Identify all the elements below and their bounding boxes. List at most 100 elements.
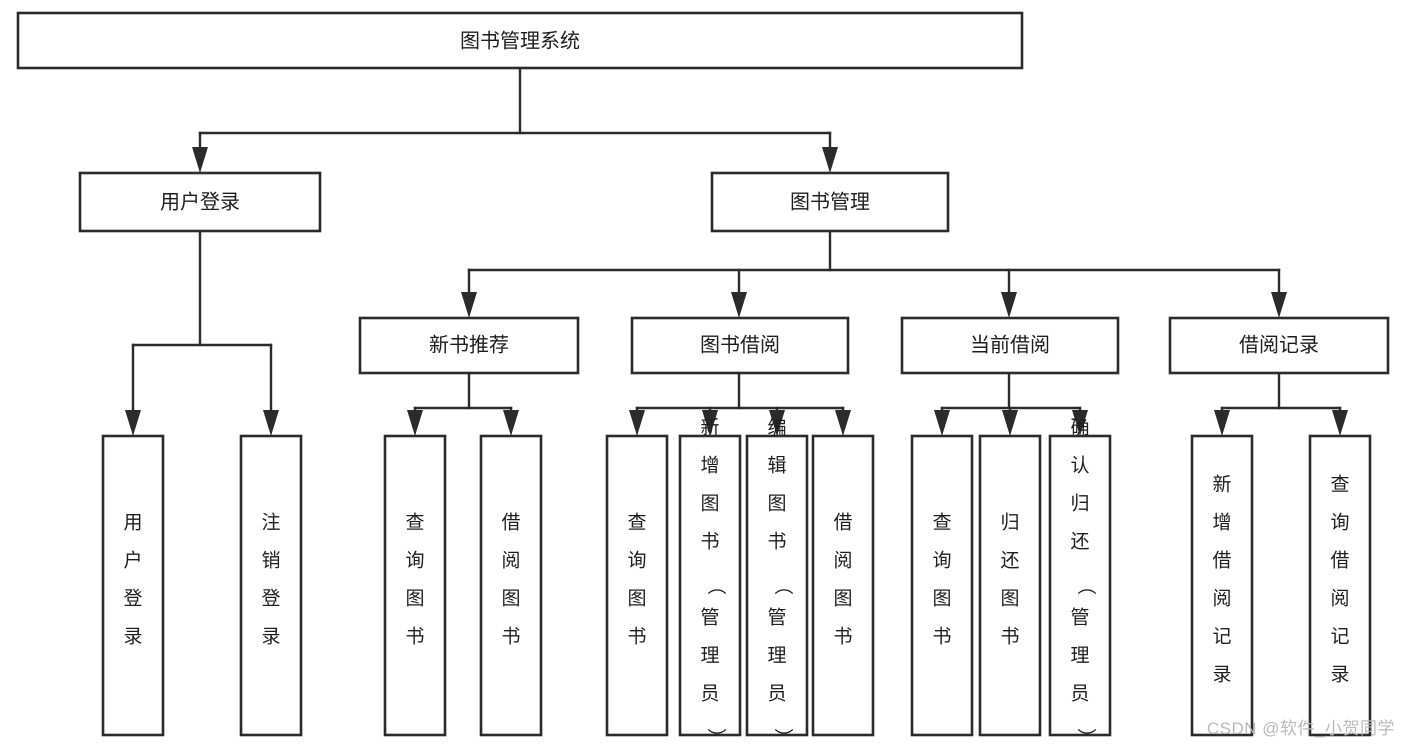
svg-text:图: 图 <box>405 589 424 610</box>
leaf-borrow-book-2-box[interactable] <box>811 434 875 737</box>
node-user-login-label: 用户登录 <box>160 190 240 213</box>
node-current-borrow-label: 当前借阅 <box>970 333 1050 356</box>
svg-text:还: 还 <box>1000 550 1019 572</box>
svg-text:归: 归 <box>1000 512 1019 534</box>
arrow-to-borrow-record <box>1271 292 1287 318</box>
node-user-login-box[interactable] <box>78 171 322 233</box>
svg-text:图: 图 <box>627 589 646 610</box>
leaf-user-logout-box[interactable] <box>239 434 303 737</box>
node-current-borrow-box[interactable] <box>900 316 1120 375</box>
node-borrow-record[interactable]: 借阅记录 <box>1168 316 1390 375</box>
arrow-to-leaf-return-book <box>1002 410 1018 436</box>
svg-text:查: 查 <box>1330 474 1349 496</box>
svg-text:增: 增 <box>700 455 719 477</box>
svg-text:员: 员 <box>1070 684 1089 705</box>
node-new-book-rec[interactable]: 新书推荐 <box>358 316 580 375</box>
svg-text:记: 记 <box>1330 626 1349 648</box>
node-new-book-rec-box[interactable] <box>358 316 580 375</box>
arrow-to-book-manage <box>822 147 838 173</box>
leaf-user-login-box[interactable] <box>101 434 165 737</box>
leaf-confirm-return-box[interactable] <box>1048 434 1112 737</box>
node-book-borrow-box[interactable] <box>630 316 850 375</box>
svg-text:图: 图 <box>833 589 852 610</box>
svg-text:员: 员 <box>767 684 786 705</box>
svg-text:认: 认 <box>1070 455 1089 477</box>
svg-text:（: （ <box>1075 576 1097 595</box>
svg-text:销: 销 <box>261 550 280 572</box>
leaf-query-record-box[interactable] <box>1308 434 1372 737</box>
svg-text:增: 增 <box>1212 512 1231 534</box>
csdn-watermark: CSDN @软件_小贺同学 <box>1206 719 1395 738</box>
connector-layer <box>125 66 1348 436</box>
svg-text:借: 借 <box>1212 550 1231 572</box>
arrow-to-leaf-add-record <box>1214 410 1230 436</box>
svg-text:书: 书 <box>501 626 520 648</box>
svg-text:（: （ <box>772 576 794 595</box>
svg-text:）: ） <box>1075 728 1097 747</box>
svg-text:书: 书 <box>767 531 786 553</box>
svg-text:图: 图 <box>767 494 786 515</box>
node-book-manage-label: 图书管理 <box>790 190 870 213</box>
svg-text:录: 录 <box>123 627 142 648</box>
leaf-borrow-book-1-box[interactable] <box>479 434 543 737</box>
node-book-borrow[interactable]: 图书借阅 <box>630 316 850 375</box>
leaf-query-book-3-box[interactable] <box>910 434 974 737</box>
svg-text:阅: 阅 <box>501 550 520 572</box>
svg-text:图: 图 <box>501 589 520 610</box>
svg-text:理: 理 <box>1070 646 1089 667</box>
svg-text:借: 借 <box>833 512 852 534</box>
node-borrow-record-label: 借阅记录 <box>1239 333 1319 356</box>
node-book-manage-box[interactable] <box>710 171 950 233</box>
svg-text:用: 用 <box>123 513 142 534</box>
svg-text:录: 录 <box>261 627 280 648</box>
svg-text:图: 图 <box>932 589 951 610</box>
svg-text:登: 登 <box>123 588 142 610</box>
node-current-borrow[interactable]: 当前借阅 <box>900 316 1120 375</box>
arrow-to-new-book-rec <box>461 292 477 318</box>
leaf-add-record-box[interactable] <box>1190 434 1254 737</box>
leaf-edit-book-box[interactable] <box>745 434 809 737</box>
leaf-query-book-1-box[interactable] <box>383 434 447 737</box>
svg-text:新: 新 <box>700 417 719 439</box>
arrow-to-leaf-borrow-book-1 <box>503 410 519 436</box>
arrow-to-book-borrow <box>731 292 747 318</box>
node-book-manage[interactable]: 图书管理 <box>710 171 950 233</box>
svg-text:书: 书 <box>833 626 852 648</box>
svg-text:管: 管 <box>767 607 786 629</box>
node-new-book-rec-label: 新书推荐 <box>429 333 509 356</box>
node-root-box[interactable] <box>16 11 1024 70</box>
svg-text:书: 书 <box>627 626 646 648</box>
leaf-user-login-label: 用户登录 <box>123 513 142 648</box>
svg-text:员: 员 <box>700 684 719 705</box>
node-root[interactable]: 图书管理系统 <box>16 11 1024 70</box>
leaf-query-book-2-box[interactable] <box>605 434 669 737</box>
svg-text:阅: 阅 <box>1330 588 1349 610</box>
svg-text:确: 确 <box>1070 417 1089 439</box>
leaf-return-book-box[interactable] <box>978 434 1042 737</box>
node-borrow-record-box[interactable] <box>1168 316 1390 375</box>
svg-text:）: ） <box>705 728 727 747</box>
arrow-to-leaf-borrow-book-2 <box>835 410 851 436</box>
arrow-to-leaf-query-book-2 <box>629 410 645 436</box>
svg-text:辑: 辑 <box>767 455 786 477</box>
arrow-to-leaf-query-book-1 <box>407 410 423 436</box>
svg-text:录: 录 <box>1330 665 1349 686</box>
svg-text:阅: 阅 <box>1212 588 1231 610</box>
svg-text:查: 查 <box>932 512 951 534</box>
arrow-to-leaf-query-record <box>1332 410 1348 436</box>
svg-text:编: 编 <box>767 417 786 439</box>
svg-text:新: 新 <box>1212 474 1231 496</box>
arrow-to-current-borrow <box>1001 292 1017 318</box>
leaf-add-book-box[interactable] <box>678 434 742 737</box>
leaf-layer <box>101 434 1372 737</box>
node-user-login[interactable]: 用户登录 <box>78 171 322 233</box>
arrow-to-leaf-query-book-3 <box>934 410 950 436</box>
